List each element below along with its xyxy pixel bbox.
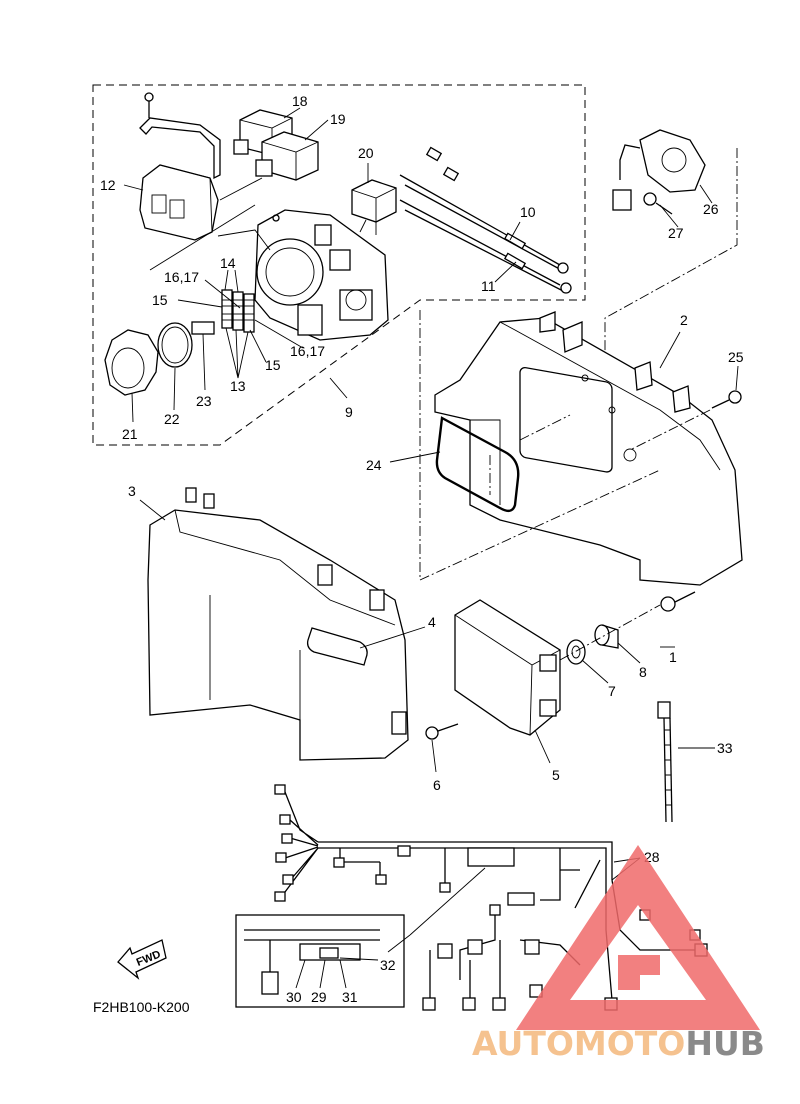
callout-22: 22 — [164, 411, 180, 427]
callout-33: 33 — [717, 740, 733, 756]
detail-inset-box — [235, 914, 405, 1008]
watermark-text-part-a: AUTOMOTO — [472, 1024, 685, 1063]
cable-tie-33 — [657, 701, 673, 823]
ecu-5 — [454, 599, 561, 736]
electrical-box — [434, 311, 743, 586]
callout-10: 10 — [520, 204, 536, 220]
watermark-triangle-icon — [516, 845, 760, 1030]
callout-15b: 15 — [265, 357, 281, 373]
cover-12 — [139, 164, 219, 241]
callout-15a: 15 — [152, 292, 168, 308]
callout-8: 8 — [639, 664, 647, 680]
subassembly-boundary — [92, 84, 586, 446]
callout-9: 9 — [345, 404, 353, 420]
callout-7: 7 — [608, 683, 616, 699]
bolt-1 — [660, 591, 696, 612]
callout-4: 4 — [428, 614, 436, 630]
callout-13a: 13 — [230, 378, 246, 394]
callout-20: 20 — [358, 145, 374, 161]
bolt-27 — [643, 192, 673, 215]
callout-16-17a: 16,17 — [164, 269, 199, 285]
relay-19 — [255, 131, 319, 181]
bracket — [139, 117, 221, 180]
detail-inset-contents — [244, 929, 380, 995]
callout-12: 12 — [100, 177, 116, 193]
injector-lines — [399, 146, 572, 294]
fwd-arrow-icon: FWD — [117, 939, 167, 980]
callout-24: 24 — [366, 457, 382, 473]
callout-27: 27 — [668, 225, 684, 241]
watermark-text: AUTOMOTOHUB — [472, 1024, 765, 1063]
screw-top — [144, 92, 154, 118]
sensor-26 — [612, 129, 706, 211]
callout-31: 31 — [342, 989, 358, 1005]
callout-29: 29 — [311, 989, 327, 1005]
callout-30: 30 — [286, 989, 302, 1005]
detail-leader — [409, 867, 486, 936]
callout-26: 26 — [703, 201, 719, 217]
diagram-code: F2HB100-K200 — [93, 999, 190, 1015]
bolt-25 — [711, 390, 742, 409]
centerline-25 — [629, 409, 711, 451]
callout-11: 11 — [481, 278, 496, 294]
bolt-6 — [425, 723, 459, 740]
sensor-20 — [351, 179, 397, 235]
callout-5: 5 — [552, 767, 560, 783]
leader-lines — [123, 107, 739, 989]
connector-23 — [191, 321, 215, 335]
callout-19: 19 — [330, 111, 346, 127]
callout-18: 18 — [292, 93, 308, 109]
watermark-logo — [516, 845, 760, 1030]
callout-6: 6 — [433, 777, 441, 793]
grommet-7 — [566, 639, 586, 665]
o-ring-22 — [157, 322, 193, 368]
callout-32: 32 — [380, 957, 396, 973]
terminal-block — [221, 289, 255, 333]
collar-8 — [594, 624, 619, 649]
callout-labels: 1 2 3 4 5 6 7 8 9 10 11 12 13 13 14 15 1… — [100, 93, 744, 1005]
callout-2: 2 — [680, 312, 688, 328]
centerline-ecu — [559, 604, 661, 661]
callout-21: 21 — [122, 426, 138, 442]
gasket-24 — [435, 416, 520, 513]
centerline-box — [419, 310, 661, 581]
callout-25: 25 — [728, 349, 744, 365]
callout-3: 3 — [128, 483, 136, 499]
callout-14: 14 — [220, 255, 236, 271]
callout-16-17b: 16,17 — [290, 343, 325, 359]
cover-3 — [147, 487, 409, 761]
callout-23: 23 — [196, 393, 212, 409]
throttle-body — [254, 209, 389, 341]
watermark-text-part-b: HUB — [685, 1024, 765, 1063]
watermark-inner-mark — [618, 955, 660, 990]
cap-21 — [104, 329, 159, 396]
centerline-gasket — [489, 414, 571, 495]
callout-1: 1 — [669, 649, 677, 665]
